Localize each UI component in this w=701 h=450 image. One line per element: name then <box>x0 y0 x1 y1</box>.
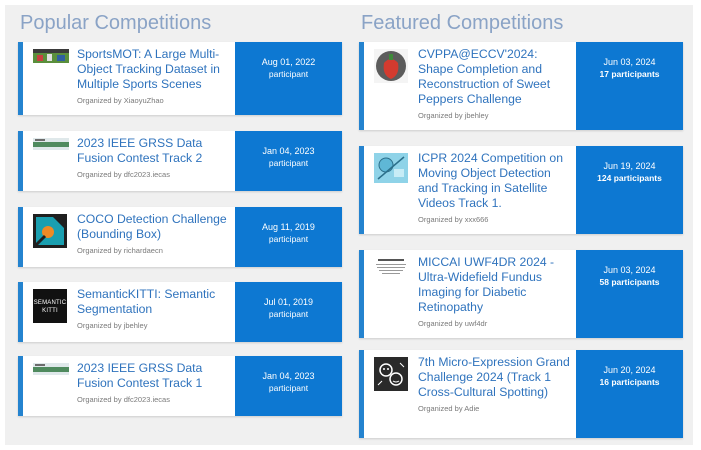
uwf4dr-logo-icon <box>374 257 410 338</box>
competition-date: Jul 01, 2019 <box>263 297 314 307</box>
card-accent-bar <box>359 350 364 438</box>
competition-card[interactable]: 2023 IEEE GRSS Data Fusion Contest Track… <box>18 131 342 191</box>
competition-card[interactable]: MICCAI UWF4DR 2024 - Ultra-Widefield Fun… <box>359 250 683 338</box>
participants-label: participants <box>611 377 660 387</box>
competition-organizer: Organized by Adie <box>418 404 480 413</box>
competition-organizer: Organized by uwf4dr <box>418 319 488 328</box>
competition-title-link[interactable]: 2023 IEEE GRSS Data Fusion Contest Track… <box>77 361 203 390</box>
competition-organizer: Organized by xxx666 <box>418 215 489 224</box>
competition-participants: participant <box>268 158 309 168</box>
competition-card[interactable]: 7th Micro-Expression Grand Challenge 202… <box>359 350 683 438</box>
card-accent-bar <box>18 282 23 342</box>
competition-participants: participant <box>268 69 309 79</box>
competition-date: Jun 03, 2024 <box>603 265 656 275</box>
satellite-video-logo-icon <box>374 153 410 234</box>
participants-label: participants <box>613 173 662 183</box>
competition-participants: 124 participants <box>576 172 683 184</box>
semantickitti-logo-text: KITTI <box>42 308 58 314</box>
competition-card[interactable]: SEMANTIC KITTI SemanticKITTI: Semantic S… <box>18 282 342 342</box>
participants-label: participants <box>611 69 660 79</box>
competition-date: Jan 04, 2023 <box>262 146 315 156</box>
grss-banner-thumbnail-icon <box>33 363 69 416</box>
coco-logo-icon <box>33 214 69 267</box>
competition-organizer: Organized by XiaoyuZhao <box>77 96 164 105</box>
competition-meta: Jun 19, 2024 124 participants <box>576 146 683 234</box>
competition-date: Jan 04, 2023 <box>262 371 315 381</box>
competition-title-link[interactable]: 7th Micro-Expression Grand Challenge 202… <box>418 355 570 399</box>
competition-card[interactable]: SportsMOT: A Large Multi-Object Tracking… <box>18 42 342 115</box>
card-accent-bar <box>18 42 23 115</box>
competition-date: Aug 01, 2022 <box>261 57 316 67</box>
competition-meta: Jan 04, 2023 participant <box>235 356 342 416</box>
competition-title-link[interactable]: 2023 IEEE GRSS Data Fusion Contest Track… <box>77 136 203 165</box>
card-accent-bar <box>359 146 364 234</box>
sports-field-thumbnail-icon <box>33 49 69 115</box>
competition-organizer: Organized by dfc2023.iecas <box>77 170 170 179</box>
competition-title-link[interactable]: COCO Detection Challenge (Bounding Box) <box>77 212 227 241</box>
competition-title-link[interactable]: SemanticKITTI: Semantic Segmentation <box>77 287 216 316</box>
competition-meta: Jul 01, 2019 participant <box>235 282 342 342</box>
competition-date: Jun 19, 2024 <box>603 161 656 171</box>
competition-participants: participant <box>268 234 309 244</box>
card-accent-bar <box>359 250 364 338</box>
micro-expression-logo-icon <box>374 357 410 438</box>
competition-meta: Jun 03, 2024 17 participants <box>576 42 683 130</box>
participants-count: 58 <box>599 277 609 287</box>
competition-participants: participant <box>268 309 309 319</box>
competition-participants: participant <box>268 383 309 393</box>
competition-card[interactable]: COCO Detection Challenge (Bounding Box) … <box>18 207 342 267</box>
semantickitti-logo-icon: SEMANTIC KITTI <box>33 289 69 342</box>
competition-meta: Jun 03, 2024 58 participants <box>576 250 683 338</box>
grss-banner-thumbnail-icon <box>33 138 69 191</box>
competition-title-link[interactable]: MICCAI UWF4DR 2024 - Ultra-Widefield Fun… <box>418 255 555 314</box>
competition-organizer: Organized by jbehley <box>77 321 148 330</box>
competition-organizer: Organized by richardaecn <box>77 246 163 255</box>
competition-date: Jun 20, 2024 <box>603 365 656 375</box>
featured-competitions-heading: Featured Competitions <box>361 12 564 34</box>
competition-participants: 58 participants <box>576 276 683 288</box>
card-accent-bar <box>18 356 23 416</box>
card-accent-bar <box>18 207 23 267</box>
competition-organizer: Organized by dfc2023.iecas <box>77 395 170 404</box>
participants-count: 16 <box>599 377 609 387</box>
competition-card[interactable]: ICPR 2024 Competition on Moving Object D… <box>359 146 683 234</box>
competitions-panel: Popular Competitions SportsMOT: A Large … <box>5 5 693 445</box>
competition-meta: Aug 01, 2022 participant <box>235 42 342 115</box>
competition-title-link[interactable]: SportsMOT: A Large Multi-Object Tracking… <box>77 47 220 91</box>
participants-count: 17 <box>599 69 609 79</box>
card-accent-bar <box>359 42 364 130</box>
popular-competitions-heading: Popular Competitions <box>20 12 212 34</box>
competition-title-link[interactable]: ICPR 2024 Competition on Moving Object D… <box>418 151 563 210</box>
competition-date: Aug 11, 2019 <box>262 222 315 232</box>
competition-participants: 17 participants <box>576 68 683 80</box>
participants-label: participants <box>611 277 660 287</box>
competition-meta: Jun 20, 2024 16 participants <box>576 350 683 438</box>
competition-title-link[interactable]: CVPPA@ECCV'2024: Shape Completion and Re… <box>418 47 551 106</box>
competition-organizer: Organized by jbehley <box>418 111 489 120</box>
competition-participants: 16 participants <box>576 376 683 388</box>
semantickitti-logo-text: SEMANTIC <box>33 300 67 306</box>
competition-meta: Jan 04, 2023 participant <box>235 131 342 191</box>
competition-card[interactable]: 2023 IEEE GRSS Data Fusion Contest Track… <box>18 356 342 416</box>
competition-meta: Aug 11, 2019 participant <box>235 207 342 267</box>
participants-count: 124 <box>597 173 612 183</box>
competition-date: Jun 03, 2024 <box>603 57 656 67</box>
card-accent-bar <box>18 131 23 191</box>
competition-card[interactable]: CVPPA@ECCV'2024: Shape Completion and Re… <box>359 42 683 130</box>
sweet-pepper-logo-icon <box>374 49 410 130</box>
